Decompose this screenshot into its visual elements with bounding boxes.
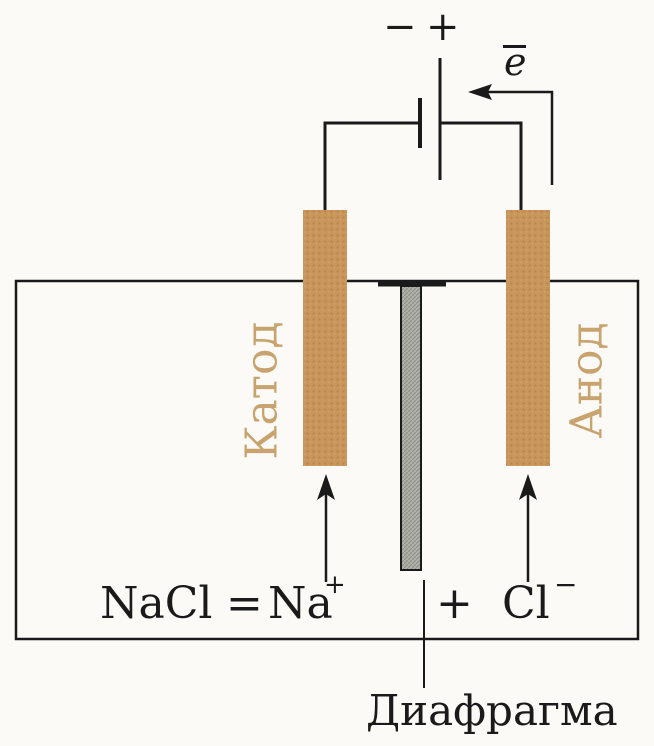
equation-cation-charge: + [324,570,346,600]
electron-flow-line [488,90,554,185]
equation-salt: NaCl [100,578,213,629]
electron-overbar [503,45,526,48]
equation-plus: + [436,578,473,629]
anion-arrow-head [519,474,537,500]
minus-sign: − [383,4,417,50]
equation-anion: Cl [502,578,550,629]
cation-arrow-head [317,474,335,500]
cathode-wire [323,121,420,210]
equation-cation: Na [268,578,333,629]
plus-sign: + [426,4,460,50]
electron-flow-arrowhead [468,84,492,100]
diaphragm-label: Диафрагма [366,686,618,735]
cathode-label: Катод [236,321,288,460]
anode-electrode [506,210,550,466]
electron-label: e [504,40,527,84]
anode-wire [440,121,523,210]
cathode-electrode [303,210,347,466]
diaphragm [400,285,422,571]
equation-equals: = [226,578,263,629]
equation-anion-charge: − [554,568,578,601]
anode-label: Анод [561,322,613,439]
